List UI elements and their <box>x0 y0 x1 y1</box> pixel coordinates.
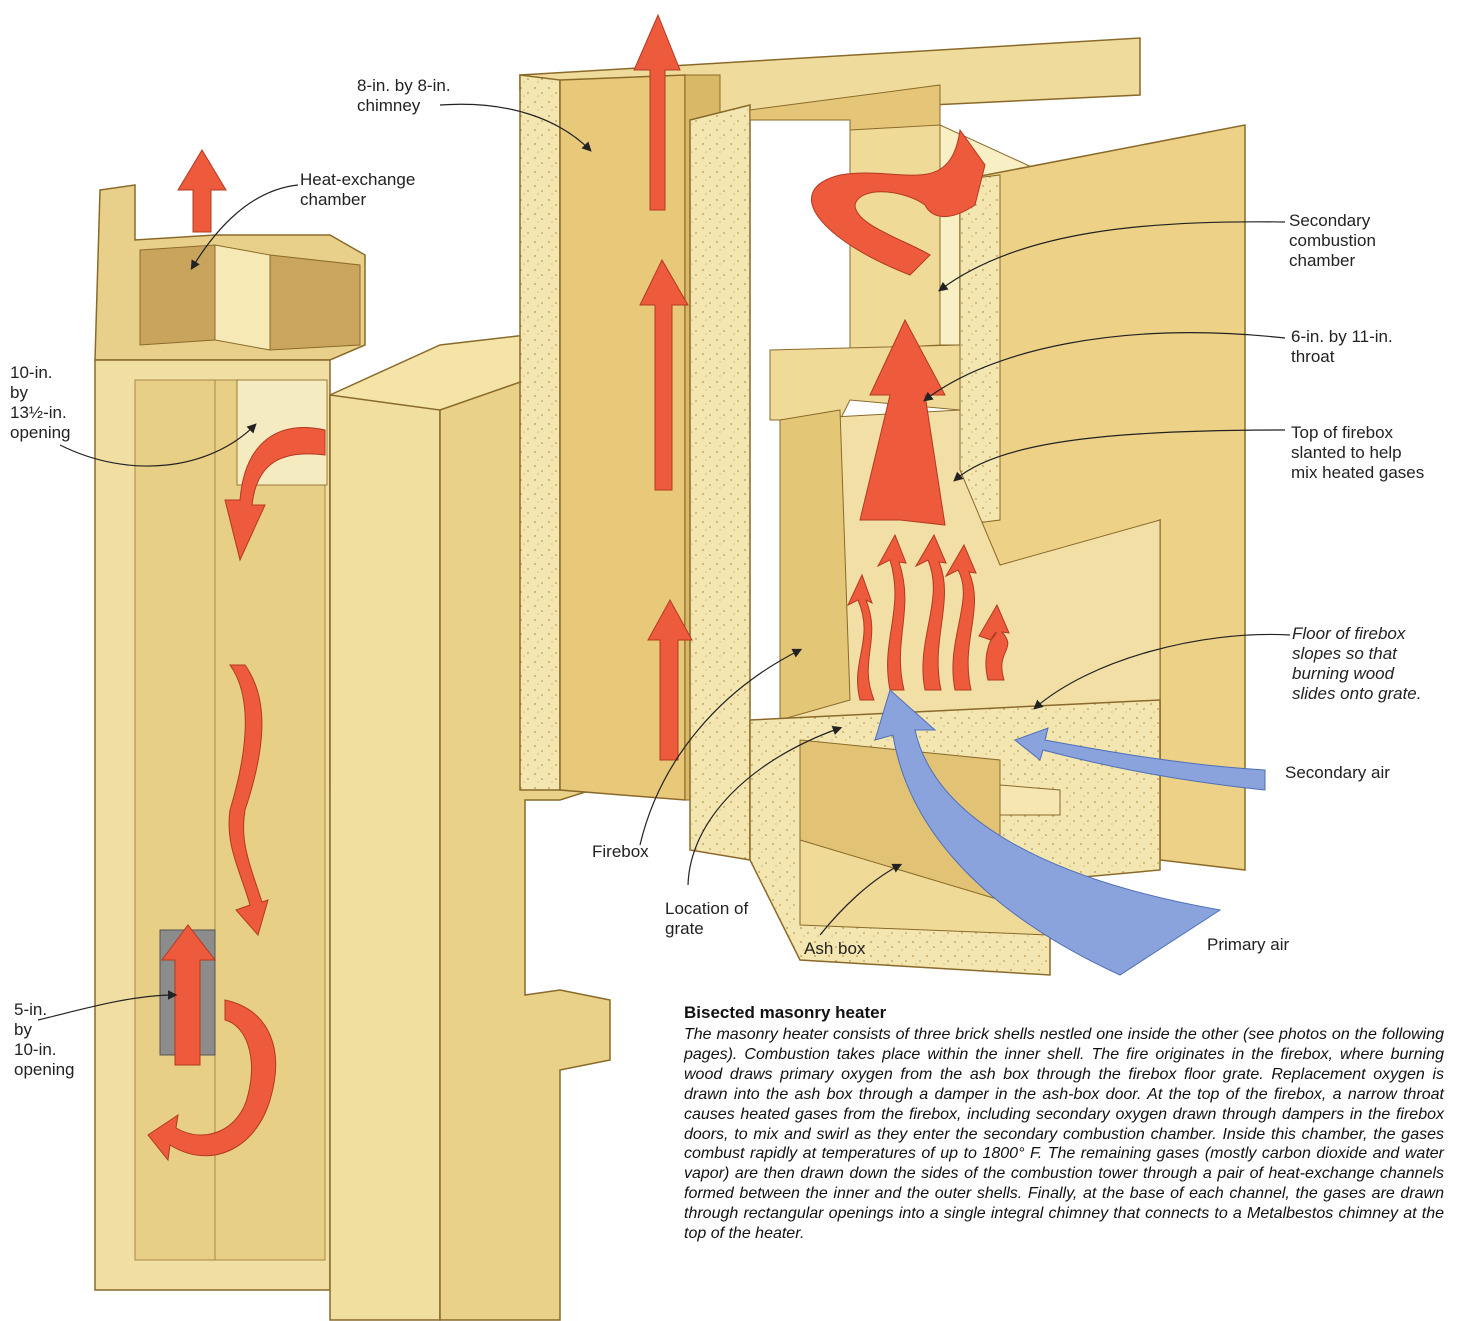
label-chimney: 8-in. by 8-in. chimney <box>357 76 451 116</box>
label-secondary-combustion-chamber: Secondary combustion chamber <box>1289 211 1376 271</box>
outer-shell-left <box>95 185 365 1290</box>
caption: Bisected masonry heater The masonry heat… <box>684 1003 1444 1244</box>
label-secondary-air: Secondary air <box>1285 763 1390 783</box>
label-firebox: Firebox <box>592 842 649 862</box>
label-floor-of-firebox: Floor of firebox slopes so that burning … <box>1292 624 1421 704</box>
label-primary-air: Primary air <box>1207 935 1289 955</box>
label-opening-5x10: 5-in. by 10-in. opening <box>14 1000 75 1080</box>
caption-title: Bisected masonry heater <box>684 1003 1444 1023</box>
heat-exchange-exhaust-arrow <box>178 150 226 232</box>
label-opening-10x13: 10-in. by 13½-in. opening <box>10 363 71 443</box>
label-top-of-firebox: Top of firebox slanted to help mix heate… <box>1291 423 1424 483</box>
label-throat: 6-in. by 11-in. throat <box>1291 327 1393 367</box>
label-ash-box: Ash box <box>804 939 865 959</box>
label-location-of-grate: Location of grate <box>665 899 748 939</box>
label-heat-exchange-chamber: Heat-exchange chamber <box>300 170 415 210</box>
caption-body: The masonry heater consists of three bri… <box>684 1025 1444 1244</box>
